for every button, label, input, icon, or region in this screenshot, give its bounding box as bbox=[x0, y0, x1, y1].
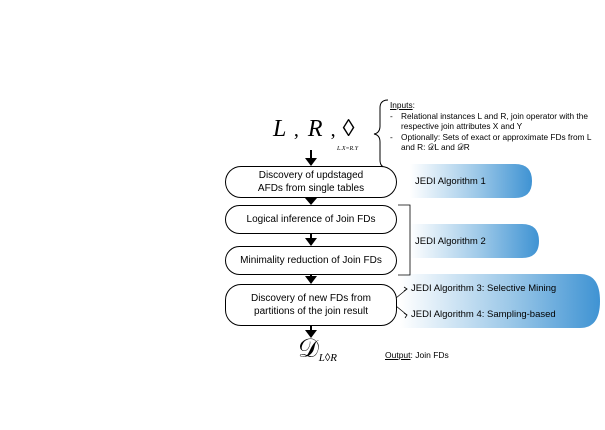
inputs-heading: Inputs: bbox=[390, 100, 595, 111]
flow-arrows bbox=[305, 150, 317, 338]
box-logical-inference: Logical inference of Join FDs bbox=[225, 205, 397, 234]
inputs-bullet-2: Optionally: Sets of exact or approximate… bbox=[390, 132, 595, 153]
algo1-banner bbox=[410, 164, 532, 198]
algo1-label: JEDI Algorithm 1 bbox=[415, 175, 486, 187]
algo3-label: JEDI Algorithm 3: Selective Mining bbox=[411, 282, 557, 294]
output-subscript: L◊R bbox=[318, 352, 338, 364]
input-formula: L , R , ◊ bbox=[273, 114, 354, 145]
algo34-pointers bbox=[395, 286, 408, 319]
formula-subscript: L.X=R.Y bbox=[337, 146, 359, 152]
box-discovery-new-fds: Discovery of new FDs from partitions of … bbox=[225, 284, 397, 326]
inputs-block: Inputs: Relational instances L and R, jo… bbox=[390, 100, 595, 153]
inputs-bullet-1: Relational instances L and R, join opera… bbox=[390, 111, 595, 132]
output-d: 𝒟 bbox=[298, 334, 319, 363]
inputs-colon: : bbox=[412, 100, 415, 110]
inputs-title: Inputs bbox=[390, 100, 413, 110]
box-minimality-reduction: Minimality reduction of Join FDs bbox=[225, 246, 397, 275]
formula-comma-2: , bbox=[330, 119, 336, 141]
output-title: Output bbox=[385, 350, 411, 360]
output-label: Output: Join FDs bbox=[385, 350, 449, 360]
inputs-list: Relational instances L and R, join opera… bbox=[390, 111, 595, 153]
algo4-label: JEDI Algorithm 4: Sampling-based bbox=[411, 308, 556, 320]
algo2-banner bbox=[410, 224, 539, 258]
formula-comma-1: , bbox=[293, 119, 299, 141]
algo2-bracket bbox=[398, 204, 411, 276]
formula-R: R bbox=[307, 116, 323, 142]
output-symbol: 𝒟L◊R bbox=[298, 334, 337, 365]
box-discovery-afds: Discovery of updstaged AFDs from single … bbox=[225, 166, 397, 198]
output-text: : Join FDs bbox=[410, 350, 449, 360]
inputs-brace bbox=[373, 99, 389, 169]
formula-diamond: ◊ bbox=[342, 116, 355, 142]
algo34-banner bbox=[400, 274, 600, 328]
algo2-label: JEDI Algorithm 2 bbox=[415, 235, 486, 247]
formula-L: L bbox=[273, 116, 286, 142]
